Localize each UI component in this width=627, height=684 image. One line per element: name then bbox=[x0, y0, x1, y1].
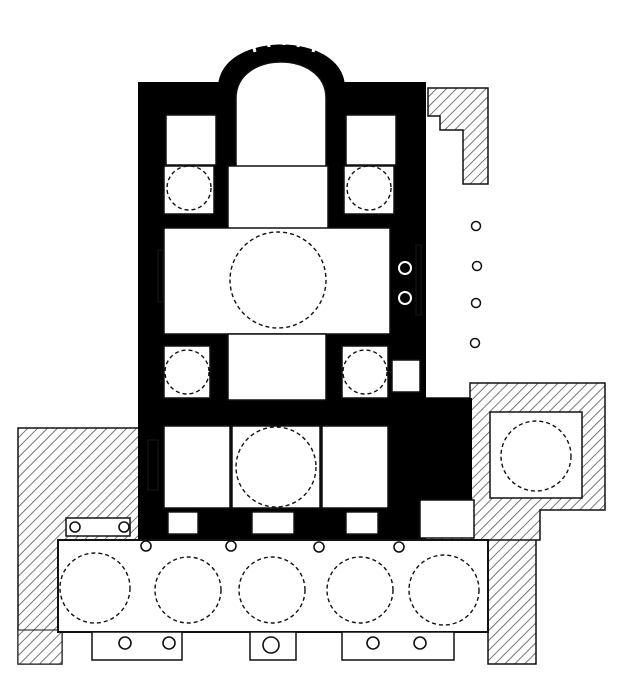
narthex-center bbox=[231, 425, 321, 509]
northeast-dome bbox=[166, 165, 212, 211]
plinths bbox=[167, 511, 379, 535]
column bbox=[211, 336, 223, 348]
exonarthex-outline bbox=[57, 539, 489, 633]
narthex-north bbox=[163, 425, 231, 509]
bema bbox=[227, 165, 329, 231]
hatched-foundation-bottom bbox=[17, 629, 63, 665]
central-dome bbox=[229, 231, 327, 329]
exonarthex-dome-4 bbox=[326, 556, 394, 624]
column bbox=[398, 261, 412, 275]
annex-dome bbox=[500, 420, 572, 492]
east-annex-wall bbox=[420, 398, 472, 512]
north-pastophory bbox=[165, 114, 217, 166]
narthex-dome bbox=[235, 426, 317, 508]
northwest-chapel bbox=[163, 345, 211, 399]
south-pastophory bbox=[345, 114, 397, 166]
southwest-chapel bbox=[341, 345, 389, 399]
northeast-chapel bbox=[163, 165, 215, 215]
domes bbox=[164, 165, 572, 508]
northwest-dome bbox=[164, 349, 210, 395]
exterior-column-bases bbox=[469, 220, 483, 349]
side-door-south bbox=[391, 359, 421, 393]
narthex-south bbox=[321, 425, 389, 509]
exonarthex-dome-1 bbox=[59, 552, 131, 624]
annex-passage bbox=[419, 499, 475, 539]
west-bay bbox=[227, 333, 327, 401]
annex-room bbox=[489, 411, 583, 499]
naos-center bbox=[163, 227, 391, 335]
column bbox=[214, 215, 226, 227]
southeast-dome bbox=[346, 165, 392, 211]
hatched-wall-fragment-northeast bbox=[427, 87, 489, 185]
column bbox=[329, 215, 341, 227]
southeast-chapel bbox=[343, 165, 395, 215]
columns bbox=[211, 215, 412, 348]
exonarthex-dome-3 bbox=[238, 556, 306, 624]
apse-interior bbox=[235, 61, 327, 169]
exonarthex-dome-5 bbox=[408, 554, 480, 626]
exonarthex bbox=[57, 517, 489, 661]
column bbox=[398, 291, 412, 305]
column bbox=[327, 336, 339, 348]
apse-windows bbox=[250, 33, 318, 53]
side-frames bbox=[147, 244, 422, 491]
exonarthex-dome-2 bbox=[154, 556, 222, 624]
southwest-dome bbox=[342, 349, 388, 395]
